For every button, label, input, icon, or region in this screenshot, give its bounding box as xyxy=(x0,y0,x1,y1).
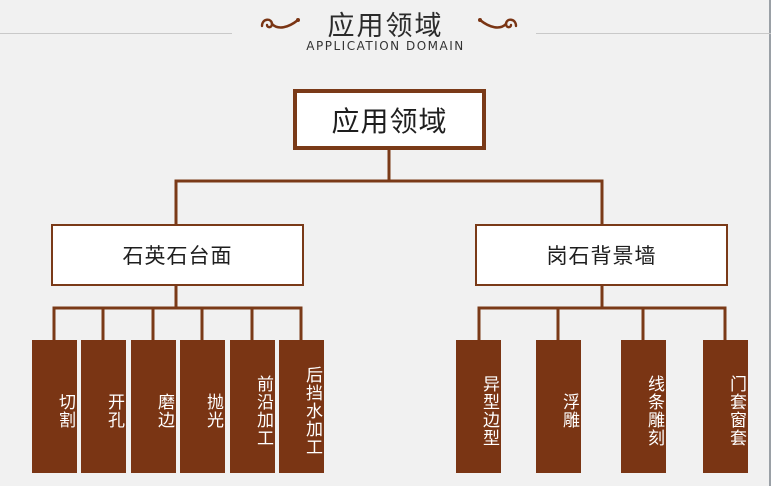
page-title: 应用领域 xyxy=(327,11,444,42)
header-rule-left xyxy=(0,33,232,34)
leaf-node: 异型边型 xyxy=(456,340,501,473)
leaf-node: 后挡水加工 xyxy=(279,340,324,473)
branch-node-quartz: 石英石台面 xyxy=(51,224,304,286)
page-subtitle: APPLICATION DOMAIN xyxy=(306,39,465,53)
swirl-ornament-icon xyxy=(478,18,518,29)
swirl-ornament-icon xyxy=(260,18,300,29)
leaf-node: 浮雕 xyxy=(536,340,581,473)
header-rule-right xyxy=(536,33,771,34)
leaf-node: 切割 xyxy=(32,340,77,473)
leaf-node: 开孔 xyxy=(81,340,126,473)
leaf-node: 前沿加工 xyxy=(230,340,275,473)
root-node: 应用领域 xyxy=(293,89,486,150)
leaf-node: 磨边 xyxy=(131,340,176,473)
branch-node-granite: 岗石背景墙 xyxy=(475,224,728,286)
leaf-node: 线条雕刻 xyxy=(621,340,666,473)
leaf-node: 门套窗套 xyxy=(703,340,748,473)
leaf-node: 抛光 xyxy=(180,340,225,473)
